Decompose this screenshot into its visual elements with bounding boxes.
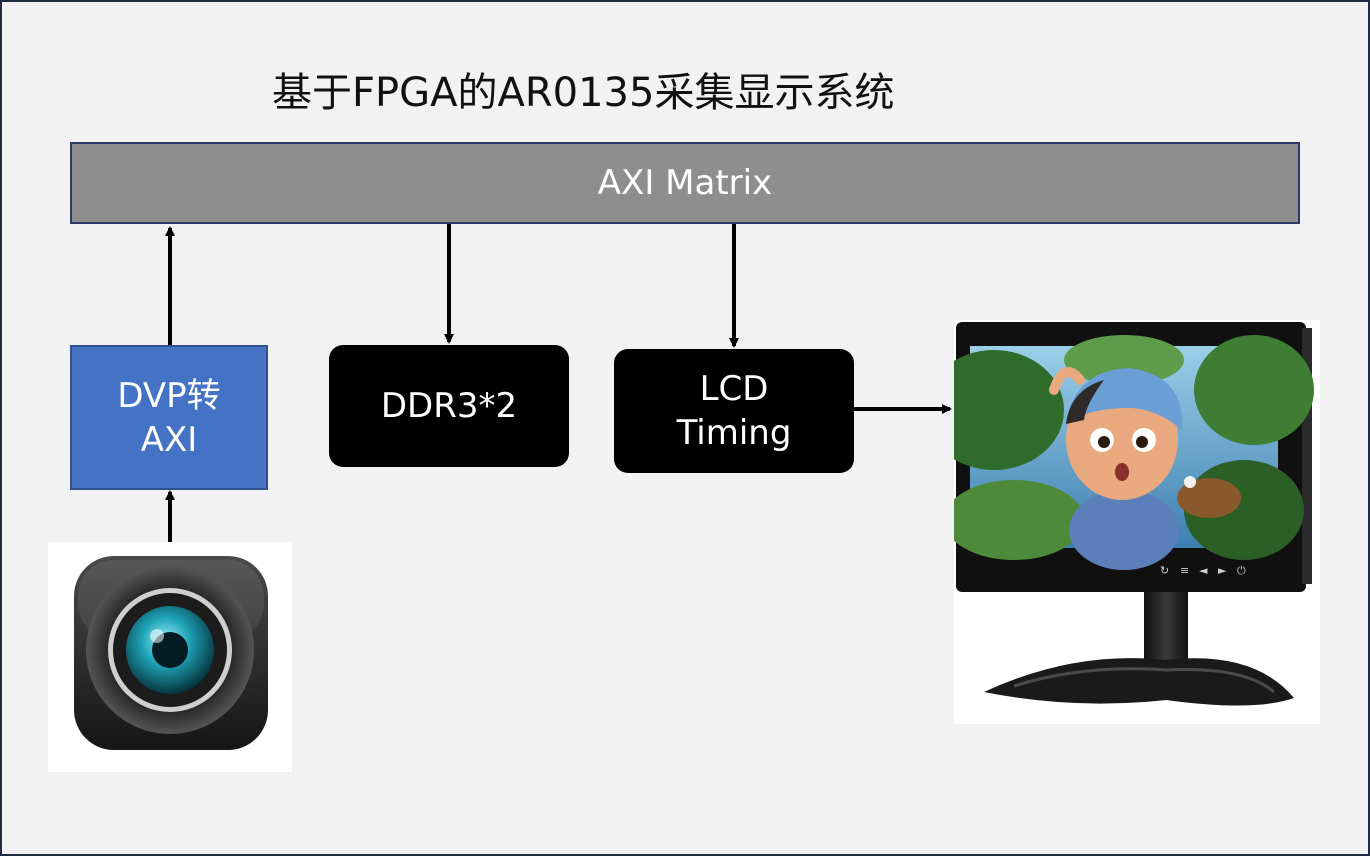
ddr3-block: DDR3*2 [329, 345, 569, 467]
ddr3-label: DDR3*2 [380, 386, 518, 426]
lcd-timing-line1: LCD [699, 369, 769, 409]
dvp-to-axi-block: DVP转 AXI [70, 345, 268, 490]
monitor-button-5: ⏻ [1237, 564, 1246, 577]
monitor-image: ↻ ≡ ◄ ► ⏻ [924, 320, 1320, 724]
axi-matrix-label: AXI Matrix [597, 163, 773, 203]
axi-matrix-bar: AXI Matrix [70, 142, 1300, 224]
camera-image [48, 542, 292, 772]
dvp-to-axi-line2: AXI [140, 419, 198, 460]
monitor-button-2: ≡ [1180, 564, 1189, 577]
diagram-title: 基于FPGA的AR0135采集显示系统 [272, 70, 895, 116]
dvp-to-axi-line1: DVP转 [117, 375, 221, 416]
monitor-button-4: ► [1218, 564, 1227, 577]
camera-icon [74, 556, 268, 750]
monitor-button-3: ◄ [1199, 564, 1208, 577]
lcd-monitor-icon: ↻ ≡ ◄ ► ⏻ [924, 322, 1314, 706]
lcd-timing-line2: Timing [676, 413, 792, 453]
monitor-buttons: ↻ ≡ ◄ ► ⏻ [1160, 564, 1246, 577]
monitor-button-1: ↻ [1160, 564, 1169, 577]
lcd-timing-block: LCD Timing [614, 349, 854, 473]
